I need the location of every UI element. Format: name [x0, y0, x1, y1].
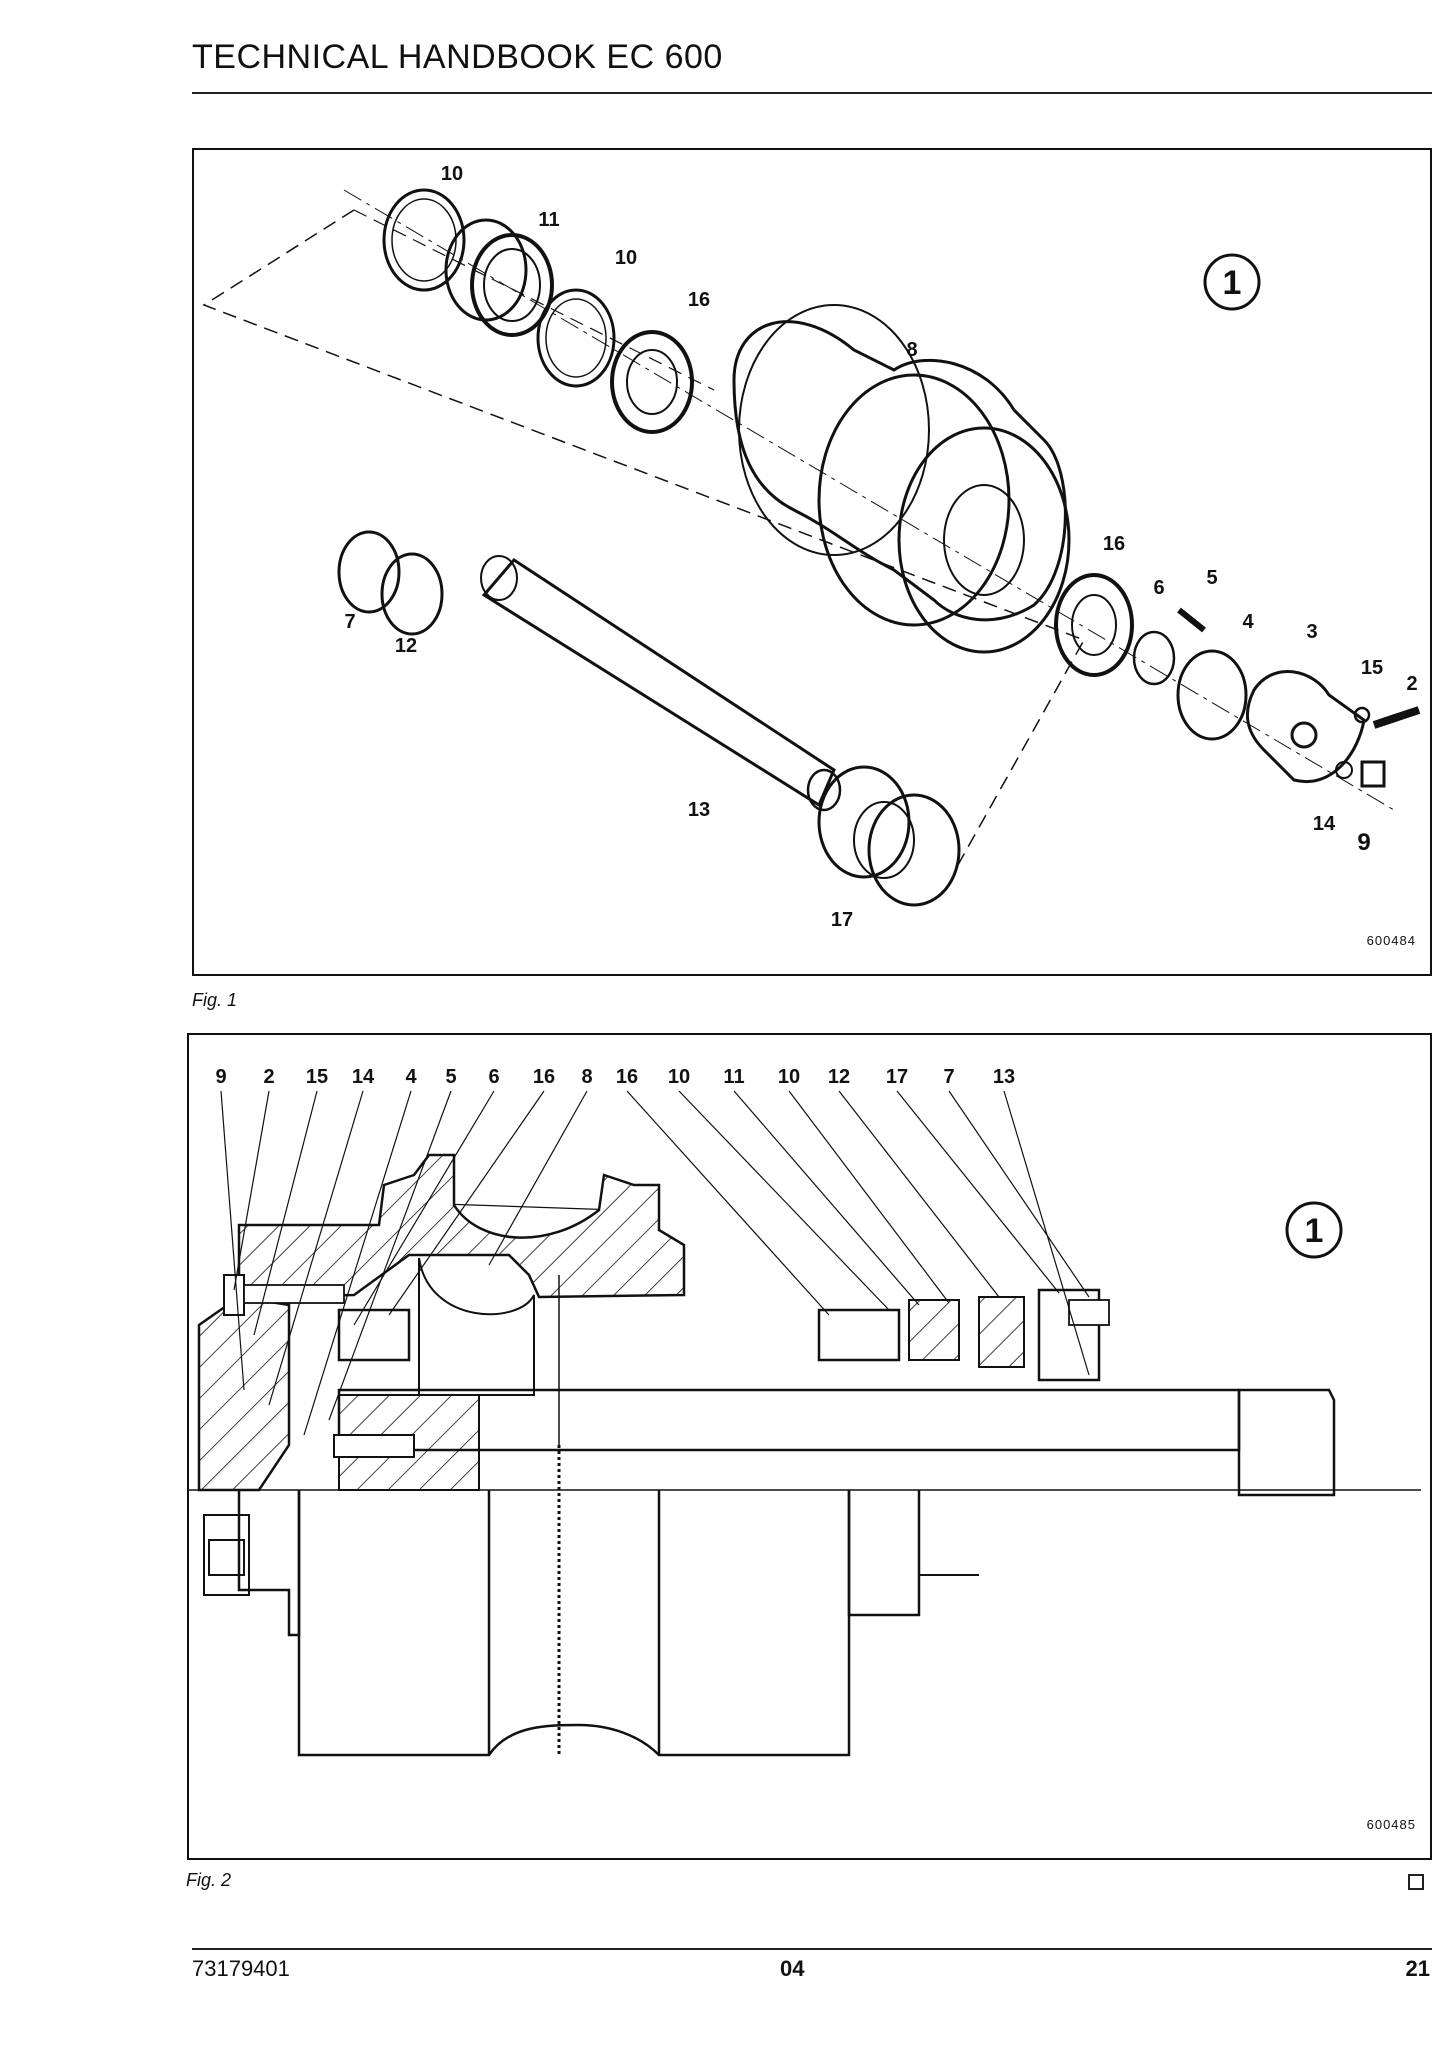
figure-2-frame: 1 9 2 15 14 4 5 6 16 8 — [187, 1033, 1432, 1860]
figure-caption: Fig. 1 — [192, 990, 238, 1010]
part-label: 16 — [1103, 533, 1125, 555]
part-label: 10 — [615, 247, 637, 269]
callout-label: 16 — [533, 1066, 555, 1088]
footer-rule — [192, 1948, 1432, 1950]
figure-caption: Fig. 2 — [186, 1870, 232, 1890]
end-of-section-mark — [1408, 1874, 1424, 1890]
part-label: 8 — [906, 339, 917, 361]
section-number: 04 — [780, 1956, 805, 1981]
callout-label: 16 — [616, 1066, 638, 1088]
part-label: 6 — [1153, 577, 1164, 599]
callout-label: 14 — [352, 1066, 375, 1088]
reference-number: 1 — [1223, 264, 1242, 302]
callout-label: 11 — [723, 1066, 744, 1088]
callout-label: 9 — [215, 1066, 226, 1088]
header-rule — [192, 92, 1432, 94]
part-label: 10 — [441, 163, 463, 185]
part-label: 11 — [538, 209, 559, 231]
document-number: 73179401 — [192, 1956, 290, 1981]
drawing-number: 600485 — [1366, 1817, 1416, 1832]
callout-label: 5 — [445, 1066, 456, 1088]
page-number: 21 — [1405, 1956, 1430, 1981]
callout-label: 8 — [581, 1066, 592, 1088]
drawing-number: 600484 — [1366, 933, 1416, 948]
callout-label: 7 — [943, 1066, 954, 1088]
exploded-view-drawing: 1 10 11 10 16 8 16 6 5 4 3 15 2 7 12 13 … — [202, 163, 1421, 931]
part-label: 13 — [688, 799, 710, 821]
callout-label: 15 — [306, 1066, 328, 1088]
part-label: 5 — [1206, 567, 1217, 589]
sectional-view-drawing: 1 9 2 15 14 4 5 6 16 8 — [189, 1066, 1421, 1757]
part-label: 12 — [395, 635, 417, 657]
part-label: 9 — [1357, 829, 1370, 856]
part-label: 7 — [344, 611, 355, 633]
callout-label: 2 — [263, 1066, 274, 1088]
figure-1-frame: 1 10 11 10 16 8 16 6 5 4 3 15 2 7 12 13 … — [192, 148, 1432, 976]
callout-label: 12 — [828, 1066, 850, 1088]
part-label: 3 — [1306, 621, 1317, 643]
part-label: 17 — [831, 909, 853, 931]
callout-label: 13 — [993, 1066, 1015, 1088]
callout-label: 10 — [668, 1066, 690, 1088]
callout-label: 10 — [778, 1066, 800, 1088]
callout-label: 17 — [886, 1066, 908, 1088]
reference-number: 1 — [1305, 1212, 1324, 1250]
part-label: 16 — [688, 289, 710, 311]
part-label: 2 — [1406, 673, 1417, 695]
part-label: 14 — [1313, 813, 1336, 835]
callout-label: 6 — [488, 1066, 499, 1088]
part-label: 4 — [1242, 611, 1254, 633]
callout-label: 4 — [405, 1066, 417, 1088]
part-label: 15 — [1361, 657, 1383, 679]
page-title: TECHNICAL HANDBOOK EC 600 — [192, 38, 723, 76]
